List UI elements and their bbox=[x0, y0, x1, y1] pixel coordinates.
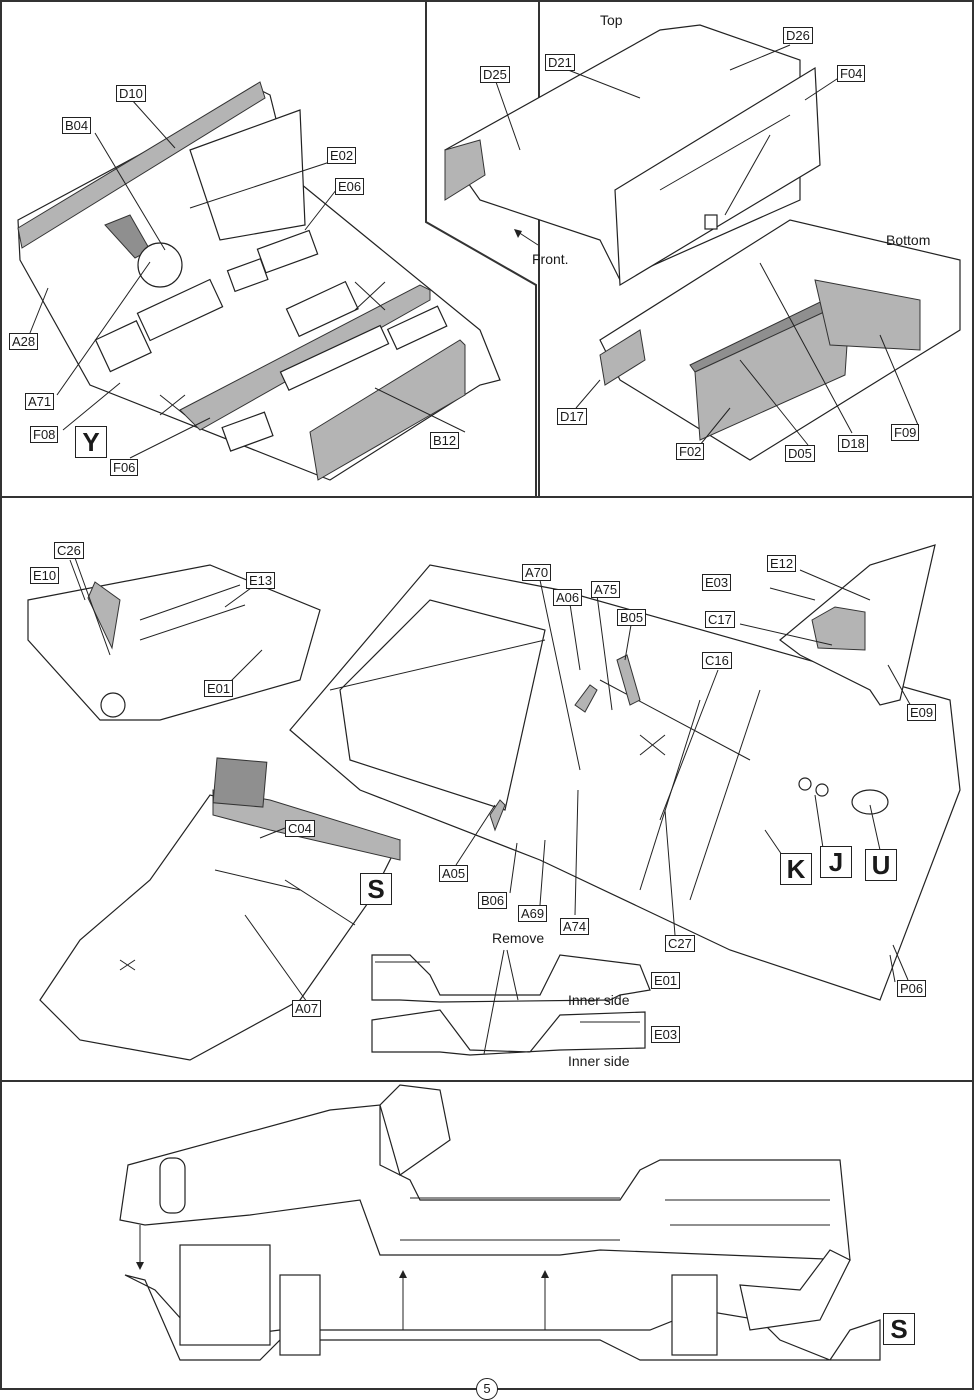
callout-e06: E06 bbox=[335, 178, 365, 195]
top-view-drawing bbox=[444, 24, 821, 287]
inner-side-note-e03: Inner side bbox=[568, 1053, 630, 1069]
callout-e13: E13 bbox=[246, 572, 276, 589]
callout-d05: D05 bbox=[785, 445, 815, 462]
callout-f08: F08 bbox=[30, 426, 59, 443]
callout-a69: A69 bbox=[518, 905, 548, 922]
callout-p06: P06 bbox=[897, 980, 927, 997]
callout-a28: A28 bbox=[9, 333, 39, 350]
callout-b04: B04 bbox=[62, 117, 92, 134]
body-shell-drawing bbox=[289, 564, 961, 1001]
callout-d21: D21 bbox=[545, 54, 575, 71]
callout-f02: F02 bbox=[676, 443, 705, 460]
right-fender-drawing bbox=[779, 544, 936, 706]
bottom-view-drawing bbox=[599, 219, 961, 461]
callout-e01-side: E01 bbox=[651, 972, 681, 989]
callout-c26: C26 bbox=[54, 542, 84, 559]
inner-side-note-e01: Inner side bbox=[568, 992, 630, 1008]
callout-c16: C16 bbox=[702, 652, 732, 669]
page-number: 5 bbox=[476, 1378, 498, 1400]
callout-e12: E12 bbox=[767, 555, 797, 572]
callout-b06: B06 bbox=[478, 892, 508, 909]
marker-j: J bbox=[820, 846, 852, 878]
view-label-bottom: Bottom bbox=[886, 232, 931, 248]
callout-c27: C27 bbox=[665, 935, 695, 952]
callout-f09: F09 bbox=[891, 424, 920, 441]
callout-e03-side: E03 bbox=[651, 1026, 681, 1043]
body-side-view bbox=[119, 1084, 851, 1261]
side-panel-e01 bbox=[371, 954, 651, 1003]
assembly-arrows bbox=[136, 229, 549, 1330]
marker-y: Y bbox=[75, 426, 107, 458]
direction-front: Front. bbox=[532, 251, 569, 267]
remove-arrows bbox=[483, 949, 519, 1055]
remove-note: Remove bbox=[492, 930, 545, 946]
callout-e01-assembly: E01 bbox=[204, 680, 234, 697]
marker-u: U bbox=[865, 849, 897, 881]
callout-a06: A06 bbox=[553, 589, 583, 606]
callout-c04: C04 bbox=[285, 820, 315, 837]
chassis-side-view bbox=[124, 1244, 881, 1361]
callout-a07: A07 bbox=[292, 1000, 322, 1017]
callout-e09: E09 bbox=[907, 704, 937, 721]
marker-k: K bbox=[780, 853, 812, 885]
callout-a71: A71 bbox=[25, 393, 55, 410]
callout-b12: B12 bbox=[430, 432, 460, 449]
panel-divider bbox=[425, 0, 537, 498]
callout-e02: E02 bbox=[327, 147, 357, 164]
callout-b05: B05 bbox=[617, 609, 647, 626]
callout-f04: F04 bbox=[837, 65, 866, 82]
marker-s-bottom: S bbox=[883, 1313, 915, 1345]
callout-d26: D26 bbox=[783, 27, 813, 44]
leader-lines bbox=[29, 44, 919, 1003]
callout-d17: D17 bbox=[557, 408, 587, 425]
floor-pan-drawing bbox=[17, 81, 501, 481]
view-label-top: Top bbox=[600, 12, 623, 28]
callout-a74: A74 bbox=[560, 918, 590, 935]
callout-a70: A70 bbox=[522, 564, 552, 581]
callout-d10: D10 bbox=[116, 85, 146, 102]
fender-assembly-drawing bbox=[27, 564, 321, 721]
callout-e03-assembly: E03 bbox=[702, 574, 732, 591]
side-panel-e03 bbox=[371, 1009, 646, 1056]
callout-a05: A05 bbox=[439, 865, 469, 882]
callout-d25: D25 bbox=[480, 66, 510, 83]
callout-d18: D18 bbox=[838, 435, 868, 452]
callout-f06: F06 bbox=[110, 459, 139, 476]
callout-a75: A75 bbox=[591, 581, 621, 598]
marker-s-middle: S bbox=[360, 873, 392, 905]
front-chassis-drawing bbox=[39, 757, 401, 1061]
callout-e10: E10 bbox=[30, 567, 60, 584]
callout-c17: C17 bbox=[705, 611, 735, 628]
